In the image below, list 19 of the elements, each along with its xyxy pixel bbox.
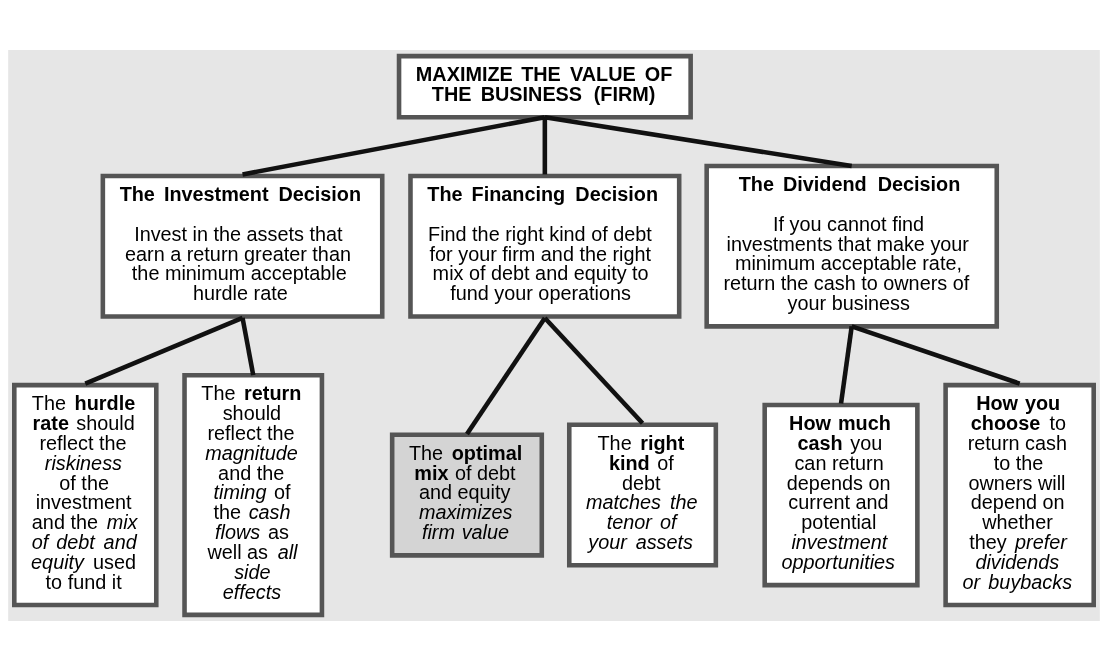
node-box: The optimal mix of debt and equity maximizes firm value	[389, 432, 545, 558]
node-box: MAXIMIZE THE VALUE OF THE BUSINESS (FIRM)	[396, 53, 693, 120]
node-box: How much cash you can return depends on current and potential investment opportunities	[762, 402, 920, 588]
node-box: How you choose to return cash to the owners will depend on whether they prefer dividends or buybacks	[943, 382, 1096, 608]
connector	[240, 317, 256, 376]
connector	[544, 114, 853, 169]
connector	[838, 326, 854, 404]
connector	[242, 114, 546, 177]
node-box: The Dividend Decision If you cannot find investments that make your minimum acceptable rate, return the cash to owners of your business	[704, 163, 1000, 329]
connector	[850, 324, 1021, 386]
node-box: The hurdle rate should reflect the riskiness of the investment and the mix of debt and equity used to fund it	[12, 382, 159, 608]
connector	[84, 315, 244, 386]
connector	[543, 316, 645, 425]
connector	[542, 117, 548, 175]
node-box: The return should reflect the magnitude and the timing of the cash flows as well as all side effects	[182, 372, 325, 618]
connector	[465, 316, 547, 436]
node-box: The Financing Decision Find the right kind of debt for your firm and the right mix of debt and equity to fund your operations	[408, 173, 682, 319]
node-box: The Investment Decision Invest in the assets that earn a return greater than the minimum acceptable hurdle rate	[100, 173, 385, 319]
node-box: The right kind of debt matches the tenor of your assets	[567, 422, 719, 568]
